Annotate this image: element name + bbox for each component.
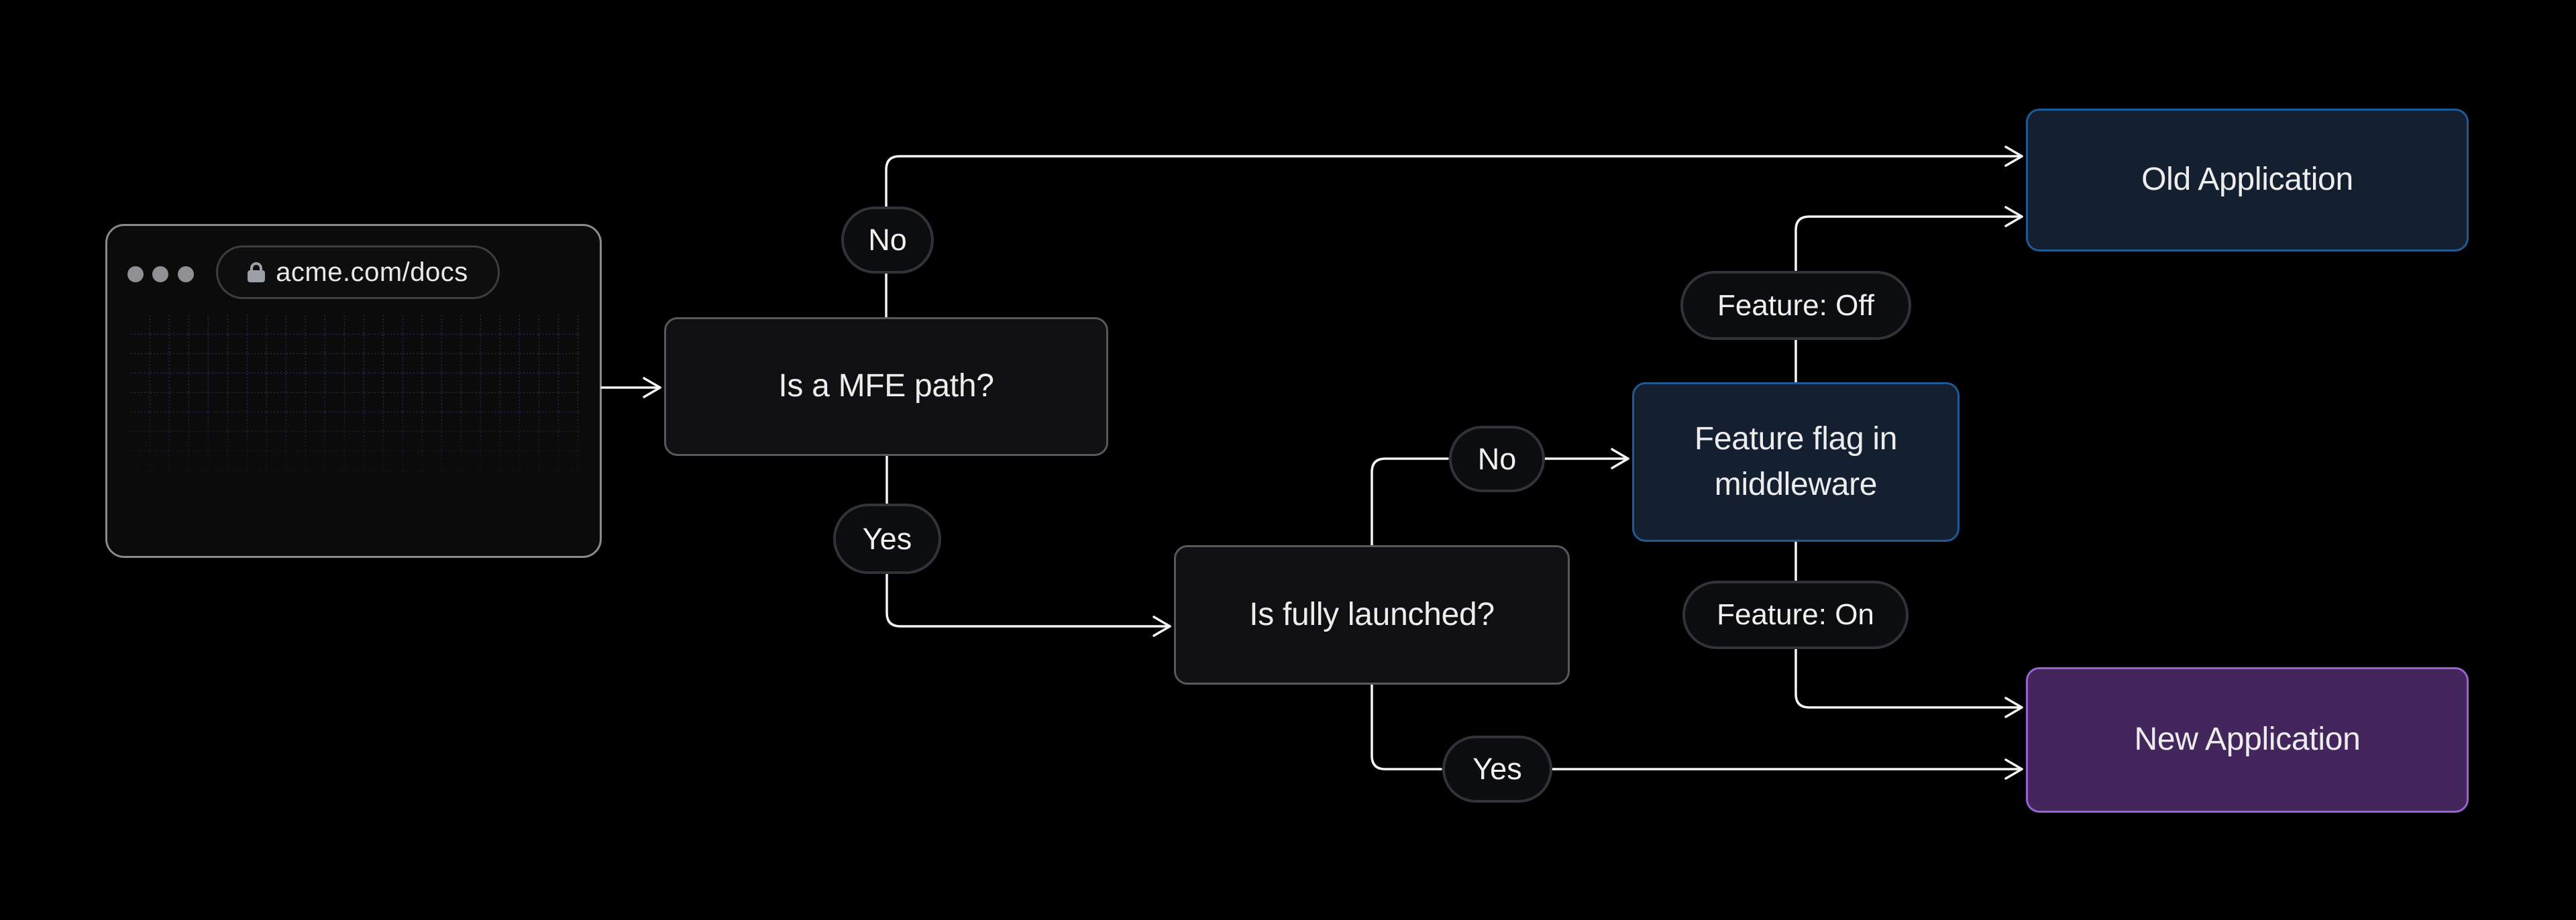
node-new-application: New Application xyxy=(2026,667,2469,813)
address-bar: acme.com/docs xyxy=(216,245,500,299)
node-old-application-label: Old Application xyxy=(2141,162,2353,198)
edge-feature-on-to-new-app xyxy=(1794,540,2023,718)
edge-launched-to-yes2 xyxy=(1371,683,1442,770)
browser-window: acme.com/docs xyxy=(105,224,602,558)
edge-yes1-to-launched xyxy=(885,573,1171,637)
edge-feature-off-to-old-app xyxy=(1794,206,2023,384)
edge-launched-to-no2 xyxy=(1371,457,1449,547)
edge-label-feature-off-text: Feature: Off xyxy=(1717,288,1874,322)
edge-label-feature-off: Feature: Off xyxy=(1680,271,1911,340)
node-old-application: Old Application xyxy=(2026,109,2469,251)
edge-no1-to-old-app xyxy=(885,146,2023,208)
edge-label-yes: Yes xyxy=(1442,736,1552,803)
lock-icon xyxy=(248,262,266,282)
node-new-application-label: New Application xyxy=(2134,722,2361,758)
edge-label-yes-text: Yes xyxy=(1472,752,1522,786)
node-feature-flag-middleware: Feature flag in middleware xyxy=(1632,382,1960,542)
edge-label-feature-on: Feature: On xyxy=(1682,581,1909,649)
edge-label-no-text: No xyxy=(1477,441,1517,476)
edge-label-feature-on-text: Feature: On xyxy=(1717,598,1874,631)
edge-label-no: No xyxy=(1449,426,1545,492)
node-is-fully-launched: Is fully launched? xyxy=(1174,545,1570,685)
grid-fade xyxy=(131,315,582,527)
node-is-fully-launched-label: Is fully launched? xyxy=(1249,596,1495,632)
window-dot-icon xyxy=(178,266,194,282)
edge-label-no: No xyxy=(841,207,934,274)
edge-label-yes: Yes xyxy=(833,504,941,574)
window-dot-icon xyxy=(127,266,144,282)
edge-label-no-text: No xyxy=(868,223,907,257)
node-is-mfe-path: Is a MFE path? xyxy=(664,317,1108,456)
node-feature-flag-middleware-label: Feature flag in middleware xyxy=(1694,420,1898,502)
url-text: acme.com/docs xyxy=(276,257,468,287)
node-is-mfe-path-label: Is a MFE path? xyxy=(778,368,994,404)
window-dot-icon xyxy=(152,266,168,282)
edge-label-yes-text: Yes xyxy=(862,521,912,556)
